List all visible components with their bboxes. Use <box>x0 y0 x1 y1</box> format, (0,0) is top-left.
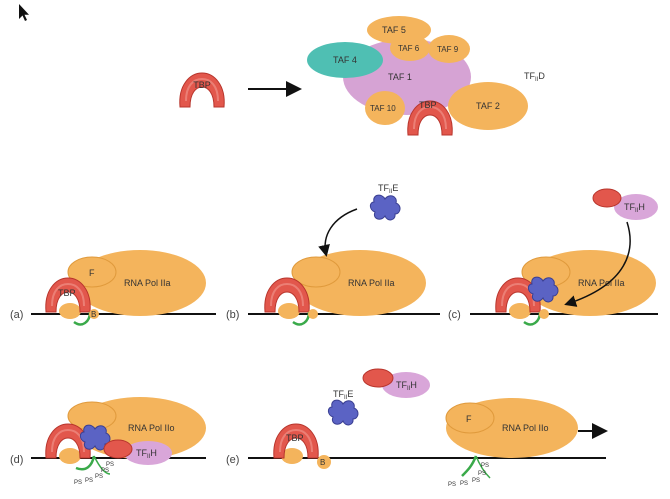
tbp-a-label: TBP <box>58 288 76 298</box>
tfiif-e-label: F <box>466 414 472 424</box>
tfiih-c-label: TFIIH <box>624 202 645 214</box>
free-tbp-label: TBP <box>193 80 211 90</box>
panel-b: (b) RNA Pol IIa TFIIE <box>226 183 440 326</box>
tfiid-tbp-label: TBP <box>419 100 437 110</box>
tbp-e-label: TBP <box>286 433 304 443</box>
taf2-label: TAF 2 <box>476 101 500 111</box>
svg-text:PS: PS <box>101 468 109 474</box>
taf6 <box>390 35 430 61</box>
tfiie-b-label: TFIIE <box>378 183 398 195</box>
mouse-pointer-icon <box>19 4 29 21</box>
panel-a: (a) F RNA Pol IIa TBP B <box>10 250 216 326</box>
svg-text:PS: PS <box>472 478 480 484</box>
taf9 <box>428 35 470 63</box>
taf1-label: TAF 1 <box>388 72 412 82</box>
tfiie-e-label: TFIIE <box>333 389 353 401</box>
panel-c-label: (c) <box>448 309 461 321</box>
tfiih-e-label: TFIIH <box>396 380 417 392</box>
panel-e-label: (e) <box>226 454 239 466</box>
taf2 <box>448 82 528 130</box>
tfiih-c: TFIIH <box>592 188 658 220</box>
taf5-label: TAF 5 <box>382 25 406 35</box>
svg-text:PS: PS <box>478 471 486 477</box>
taf9-label: TAF 9 <box>437 45 459 54</box>
pol-iio-d-label: RNA Pol IIo <box>128 423 175 433</box>
svg-text:PS: PS <box>95 474 103 480</box>
tfiid-label: TFIID <box>524 71 545 83</box>
tfiih-d-label: TFIIH <box>136 448 157 460</box>
panel-d-label: (d) <box>10 454 23 466</box>
tfiif-a <box>67 256 117 288</box>
tfiie-b <box>369 194 401 221</box>
svg-text:PS: PS <box>106 462 114 468</box>
pol-iia-c-label: RNA Pol IIa <box>578 278 625 288</box>
ctd-phosphates-e: PS PS PS PS PS <box>448 463 489 488</box>
tfiie-e <box>327 399 359 426</box>
tfiib-a-label: B <box>91 310 96 319</box>
svg-text:PS: PS <box>85 478 93 484</box>
panel-c: (c) RNA Pol IIa TFIIH <box>448 188 658 326</box>
taf10 <box>365 91 405 125</box>
panel-b-label: (b) <box>226 309 239 321</box>
pol-iia-a-label: RNA Pol IIa <box>124 278 171 288</box>
tfiid-complex: TAF 5 TAF 4 TAF 6 TAF 9 TAF 1 TAF 10 TBP… <box>307 16 545 136</box>
svg-text:PS: PS <box>448 482 456 488</box>
ctd-phosphates-d: PS PS PS PS PS <box>74 462 114 486</box>
tfiib-e-label: B <box>320 458 325 467</box>
svg-text:PS: PS <box>74 480 82 486</box>
svg-text:PS: PS <box>460 481 468 487</box>
tfiif-a-label: F <box>89 268 95 278</box>
panel-d: (d) RNA Pol IIo TFIIH PS PS PS PS PS <box>10 397 206 486</box>
taf4-label: TAF 4 <box>333 55 357 65</box>
free-tbp: TBP <box>178 72 226 108</box>
panel-a-label: (a) <box>10 309 23 321</box>
taf6-label: TAF 6 <box>398 44 420 53</box>
pol-iia-b-label: RNA Pol IIa <box>348 278 395 288</box>
taf10-label: TAF 10 <box>370 104 396 113</box>
taf4 <box>307 42 383 78</box>
pol-iio-e-label: RNA Pol IIo <box>502 423 549 433</box>
tfiih-e: TFIIH <box>362 368 430 398</box>
svg-text:PS: PS <box>481 463 489 469</box>
panel-e: (e) TBP B TFIIE TFIIH F RNA Pol IIo PS P… <box>226 368 608 488</box>
